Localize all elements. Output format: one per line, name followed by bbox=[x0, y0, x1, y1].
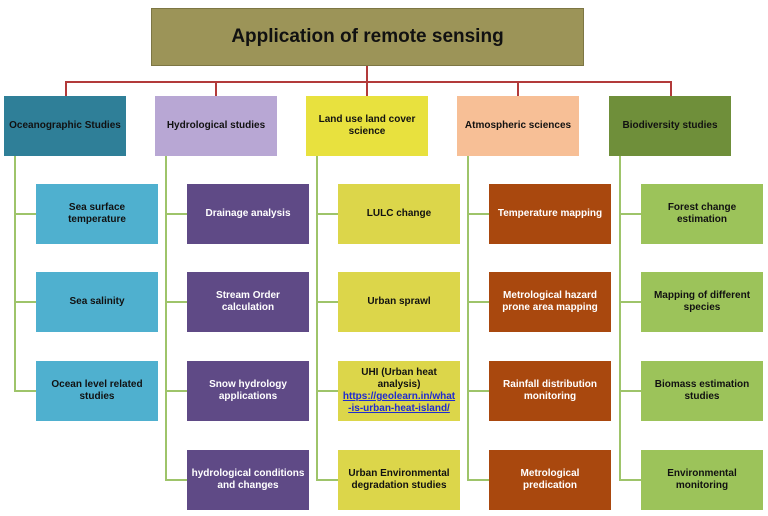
header-drop-atmospheric bbox=[517, 81, 519, 96]
branch-landuse-3 bbox=[316, 390, 338, 392]
item-sea-salinity: Sea salinity bbox=[36, 272, 158, 332]
branch-atmospheric-1 bbox=[467, 213, 489, 215]
item-ocean-level-studies: Ocean level related studies bbox=[36, 361, 158, 421]
branch-biodiversity-4 bbox=[619, 479, 641, 481]
branch-landuse-1 bbox=[316, 213, 338, 215]
item-snow-hydrology: Snow hydrology applications bbox=[187, 361, 309, 421]
header-drop-oceanographic bbox=[65, 81, 67, 96]
branch-oceanographic-1 bbox=[14, 213, 36, 215]
item-urban-sprawl: Urban sprawl bbox=[338, 272, 460, 332]
item-hydrological-conditions: hydrological conditions and changes bbox=[187, 450, 309, 510]
trunk-biodiversity bbox=[619, 156, 621, 481]
trunk-hydrological bbox=[165, 156, 167, 481]
branch-biodiversity-3 bbox=[619, 390, 641, 392]
item-rainfall-monitoring: Rainfall distribution monitoring bbox=[489, 361, 611, 421]
trunk-oceanographic bbox=[14, 156, 16, 392]
branch-atmospheric-4 bbox=[467, 479, 489, 481]
item-drainage-analysis: Drainage analysis bbox=[187, 184, 309, 244]
item-environmental-monitoring: Environmental monitoring bbox=[641, 450, 763, 510]
title-connector bbox=[366, 66, 368, 82]
header-biodiversity: Biodiversity studies bbox=[609, 96, 731, 156]
item-stream-order: Stream Order calculation bbox=[187, 272, 309, 332]
item-hazard-mapping: Metrological hazard prone area mapping bbox=[489, 272, 611, 332]
branch-landuse-2 bbox=[316, 301, 338, 303]
trunk-atmospheric bbox=[467, 156, 469, 481]
branch-hydrological-1 bbox=[165, 213, 187, 215]
item-uhi: UHI (Urban heat analysis) https://geolea… bbox=[338, 361, 460, 421]
trunk-landuse bbox=[316, 156, 318, 481]
item-urban-degradation: Urban Environmental degradation studies bbox=[338, 450, 460, 510]
header-drop-biodiversity bbox=[670, 81, 672, 96]
header-drop-hydrological bbox=[215, 81, 217, 96]
item-forest-change: Forest change estimation bbox=[641, 184, 763, 244]
item-sea-surface-temperature: Sea surface temperature bbox=[36, 184, 158, 244]
header-oceanographic: Oceanographic Studies bbox=[4, 96, 126, 156]
item-lulc-change: LULC change bbox=[338, 184, 460, 244]
item-temperature-mapping: Temperature mapping bbox=[489, 184, 611, 244]
header-bus bbox=[65, 81, 672, 83]
diagram-title: Application of remote sensing bbox=[151, 8, 584, 66]
branch-hydrological-2 bbox=[165, 301, 187, 303]
uhi-link[interactable]: https://geolearn.in/what-is-urban-heat-i… bbox=[342, 391, 456, 414]
uhi-label: UHI (Urban heat analysis) bbox=[361, 367, 437, 390]
item-biomass-estimation: Biomass estimation studies bbox=[641, 361, 763, 421]
header-drop-landuse bbox=[366, 81, 368, 96]
item-species-mapping: Mapping of different species bbox=[641, 272, 763, 332]
item-metrological-predication: Metrological predication bbox=[489, 450, 611, 510]
header-hydrological: Hydrological studies bbox=[155, 96, 277, 156]
branch-hydrological-3 bbox=[165, 390, 187, 392]
branch-hydrological-4 bbox=[165, 479, 187, 481]
branch-biodiversity-2 bbox=[619, 301, 641, 303]
branch-atmospheric-3 bbox=[467, 390, 489, 392]
branch-biodiversity-1 bbox=[619, 213, 641, 215]
header-atmospheric: Atmospheric sciences bbox=[457, 96, 579, 156]
branch-landuse-4 bbox=[316, 479, 338, 481]
header-landuse: Land use land cover science bbox=[306, 96, 428, 156]
branch-oceanographic-2 bbox=[14, 301, 36, 303]
branch-atmospheric-2 bbox=[467, 301, 489, 303]
branch-oceanographic-3 bbox=[14, 390, 36, 392]
